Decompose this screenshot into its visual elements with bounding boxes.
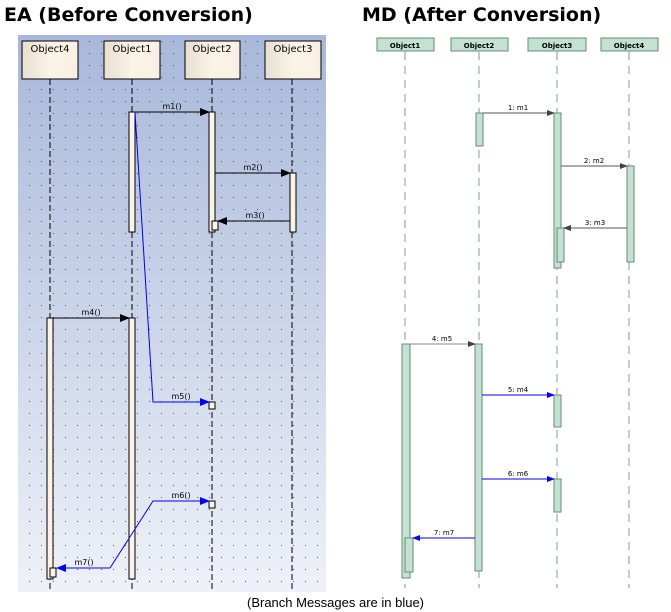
object-label: Object4 bbox=[614, 42, 645, 50]
message-label: m6() bbox=[171, 491, 190, 500]
object-label: Object2 bbox=[193, 44, 232, 55]
message-label: 2: m2 bbox=[584, 157, 604, 165]
message-label: 6: m6 bbox=[508, 470, 529, 478]
md-object-header[interactable]: Object2 bbox=[450, 37, 509, 52]
ea-object-header[interactable]: Object2 bbox=[184, 40, 241, 80]
ea-messages: m1() m2() m3() m4() m5() m6() m7() bbox=[53, 102, 291, 572]
branch-message-arrow[interactable] bbox=[134, 111, 210, 406]
message-label: 5: m4 bbox=[508, 386, 529, 394]
message-label: m4() bbox=[81, 308, 100, 317]
md-object-header[interactable]: Object3 bbox=[527, 37, 587, 52]
object-label: Object1 bbox=[390, 42, 421, 50]
object-label: Object1 bbox=[113, 44, 152, 55]
caption: (Branch Messages are in blue) bbox=[246, 595, 425, 610]
object-label: Object3 bbox=[274, 44, 313, 55]
md-activations bbox=[401, 112, 635, 579]
message-label: m3() bbox=[245, 211, 264, 220]
object-label: Object4 bbox=[31, 44, 70, 55]
message-label: m1() bbox=[162, 102, 181, 111]
md-title: MD (After Conversion) bbox=[362, 4, 602, 26]
md-diagram: Object1 Object2 Object3 Object4 1: m1 2:… bbox=[376, 37, 659, 588]
message-label: 7: m7 bbox=[434, 529, 454, 537]
message-label: 1: m1 bbox=[508, 104, 528, 112]
object-label: Object3 bbox=[542, 42, 573, 50]
md-object-header[interactable]: Object4 bbox=[600, 37, 659, 52]
message-label: m5() bbox=[171, 392, 190, 401]
md-object-header[interactable]: Object1 bbox=[376, 37, 435, 52]
message-label: m7() bbox=[74, 558, 93, 567]
branch-message-arrow[interactable] bbox=[109, 497, 210, 569]
message-label: m2() bbox=[243, 163, 262, 172]
md-messages: 1: m1 2: m2 3: m3 4: m5 5: m4 6: m6 7: m… bbox=[410, 104, 628, 541]
ea-grid bbox=[18, 35, 326, 592]
ea-activations bbox=[46, 111, 297, 580]
ea-diagram: Object4 Object1 Object2 Object3 m1() m2(… bbox=[18, 35, 326, 592]
ea-object-header[interactable]: Object3 bbox=[264, 40, 322, 80]
ea-object-header[interactable]: Object1 bbox=[103, 40, 161, 80]
ea-title: EA (Before Conversion) bbox=[4, 4, 253, 26]
object-label: Object2 bbox=[464, 42, 495, 50]
md-lifelines bbox=[404, 52, 630, 588]
ea-object-header[interactable]: Object4 bbox=[21, 40, 79, 80]
message-label: 4: m5 bbox=[432, 335, 452, 343]
message-label: 3: m3 bbox=[585, 219, 605, 227]
